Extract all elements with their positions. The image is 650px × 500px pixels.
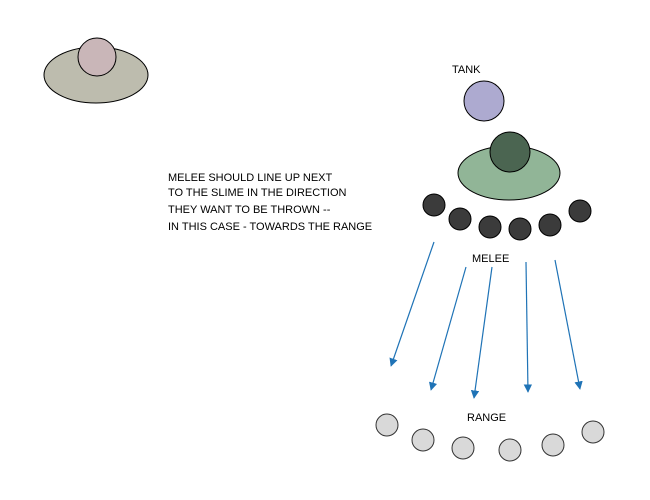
throw-arrows [389,241,583,399]
instruction-line: THEY WANT TO BE THROWN -- [168,204,331,216]
range-player [451,436,475,460]
remote-slime-head [77,37,117,77]
melee-player [568,199,592,223]
range-label: RANGE [467,412,506,424]
range-player [411,428,435,452]
melee-player [538,213,562,237]
instruction-line: MELEE SHOULD LINE UP NEXT [168,172,333,184]
melee-group [422,193,592,241]
melee-player [422,193,446,217]
throw-arrow [523,261,533,393]
throw-arrow [470,266,493,399]
range-player [541,433,565,457]
tank-marker [463,80,505,122]
slime [457,131,561,201]
instruction-note: MELEE SHOULD LINE UP NEXT TO THE SLIME I… [168,168,372,233]
instruction-line: TO THE SLIME IN THE DIRECTION [168,187,347,199]
melee-player [508,217,532,241]
melee-label: MELEE [472,253,509,265]
range-player [375,413,399,437]
slime-head [489,131,531,173]
remote-slime [43,37,149,104]
melee-player [448,207,472,231]
instruction-line: IN THIS CASE - TOWARDS THE RANGE [168,221,372,233]
range-group [375,413,605,462]
tank-label: TANK [452,64,481,76]
throw-arrow [389,241,435,367]
range-player [498,438,522,462]
melee-player [478,215,502,239]
range-player [581,420,605,444]
throw-arrow [429,266,467,391]
throw-arrow [554,259,583,390]
